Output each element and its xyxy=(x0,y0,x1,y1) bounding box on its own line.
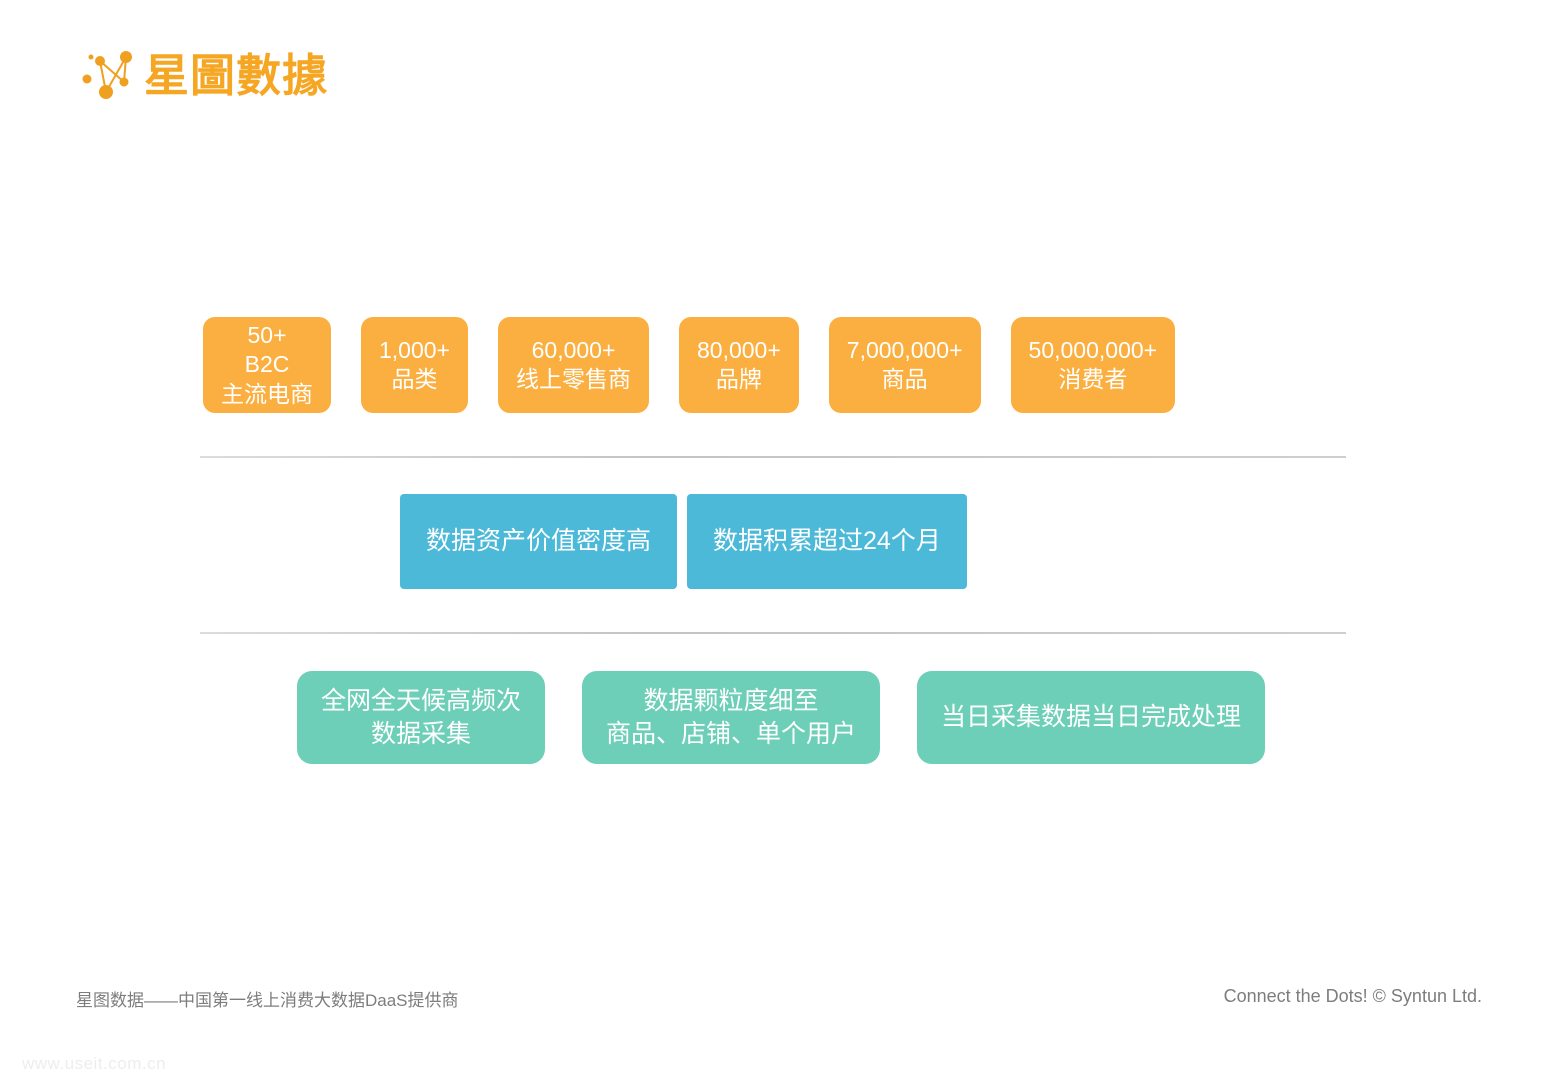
green-feature-card[interactable]: 当日采集数据当日完成处理 xyxy=(917,671,1266,764)
stat-card[interactable]: 1,000+ 品类 xyxy=(361,317,468,413)
constellation-dots-icon xyxy=(82,44,140,106)
feature-line-2: 数据采集 xyxy=(371,719,472,748)
stat-value: 80,000+ xyxy=(697,336,781,363)
stat-value: 7,000,000+ xyxy=(846,336,963,363)
stat-label: 品牌 xyxy=(715,366,762,392)
green-feature-card[interactable]: 数据颗粒度细至 商品、店铺、单个用户 xyxy=(582,671,881,764)
stat-card[interactable]: 50,000,000+ 消费者 xyxy=(1010,317,1176,413)
brand-logo: 星圖數據 xyxy=(82,44,328,106)
section-divider-bottom xyxy=(200,632,1346,634)
stat-card[interactable]: 50+ B2C 主流电商 xyxy=(203,317,331,413)
stat-label: 线上零售商 xyxy=(516,366,631,392)
feature-line-1: 数据积累超过24个月 xyxy=(713,527,941,556)
footer-copyright: Connect the Dots! © Syntun Ltd. xyxy=(1223,986,1482,1006)
blue-feature-card[interactable]: 数据资产价值密度高 xyxy=(400,494,678,589)
green-features-row: 全网全天候高频次 数据采集 数据颗粒度细至 商品、店铺、单个用户 当日采集数据当… xyxy=(297,671,1266,764)
stat-card[interactable]: 7,000,000+ 商品 xyxy=(828,317,981,413)
brand-name: 星圖數據 xyxy=(144,48,329,102)
stats-row: 50+ B2C 主流电商 1,000+ 品类 60,000+ 线上零售商 80,… xyxy=(203,317,1176,413)
footer-tagline: 星图数据——中国第一线上消费大数据DaaS提供商 xyxy=(76,991,459,1010)
blue-feature-card[interactable]: 数据积累超过24个月 xyxy=(687,494,967,589)
section-divider-top xyxy=(200,456,1346,458)
stat-label: 商品 xyxy=(881,366,928,392)
stat-value: 1,000+ xyxy=(379,336,450,363)
stat-subvalue: B2C xyxy=(244,351,290,378)
stat-label: 品类 xyxy=(391,366,438,392)
stat-label: 主流电商 xyxy=(221,380,313,407)
watermark-url: www.useit.com.cn xyxy=(22,1054,167,1073)
feature-line-1: 数据颗粒度细至 xyxy=(643,686,819,715)
stat-card[interactable]: 60,000+ 线上零售商 xyxy=(498,317,649,413)
stat-value: 50+ xyxy=(247,321,287,348)
stat-value: 60,000+ xyxy=(531,336,616,363)
feature-line-2: 商品、店铺、单个用户 xyxy=(606,719,857,748)
feature-line-1: 数据资产价值密度高 xyxy=(426,527,652,556)
green-feature-card[interactable]: 全网全天候高频次 数据采集 xyxy=(297,671,546,764)
stat-card[interactable]: 80,000+ 品牌 xyxy=(679,317,799,413)
stat-label: 消费者 xyxy=(1058,366,1128,392)
feature-line-1: 全网全天候高频次 xyxy=(321,686,522,715)
blue-features-row: 数据资产价值密度高 数据积累超过24个月 xyxy=(400,494,967,589)
feature-line-1: 当日采集数据当日完成处理 xyxy=(941,703,1242,731)
stat-value: 50,000,000+ xyxy=(1028,336,1158,363)
